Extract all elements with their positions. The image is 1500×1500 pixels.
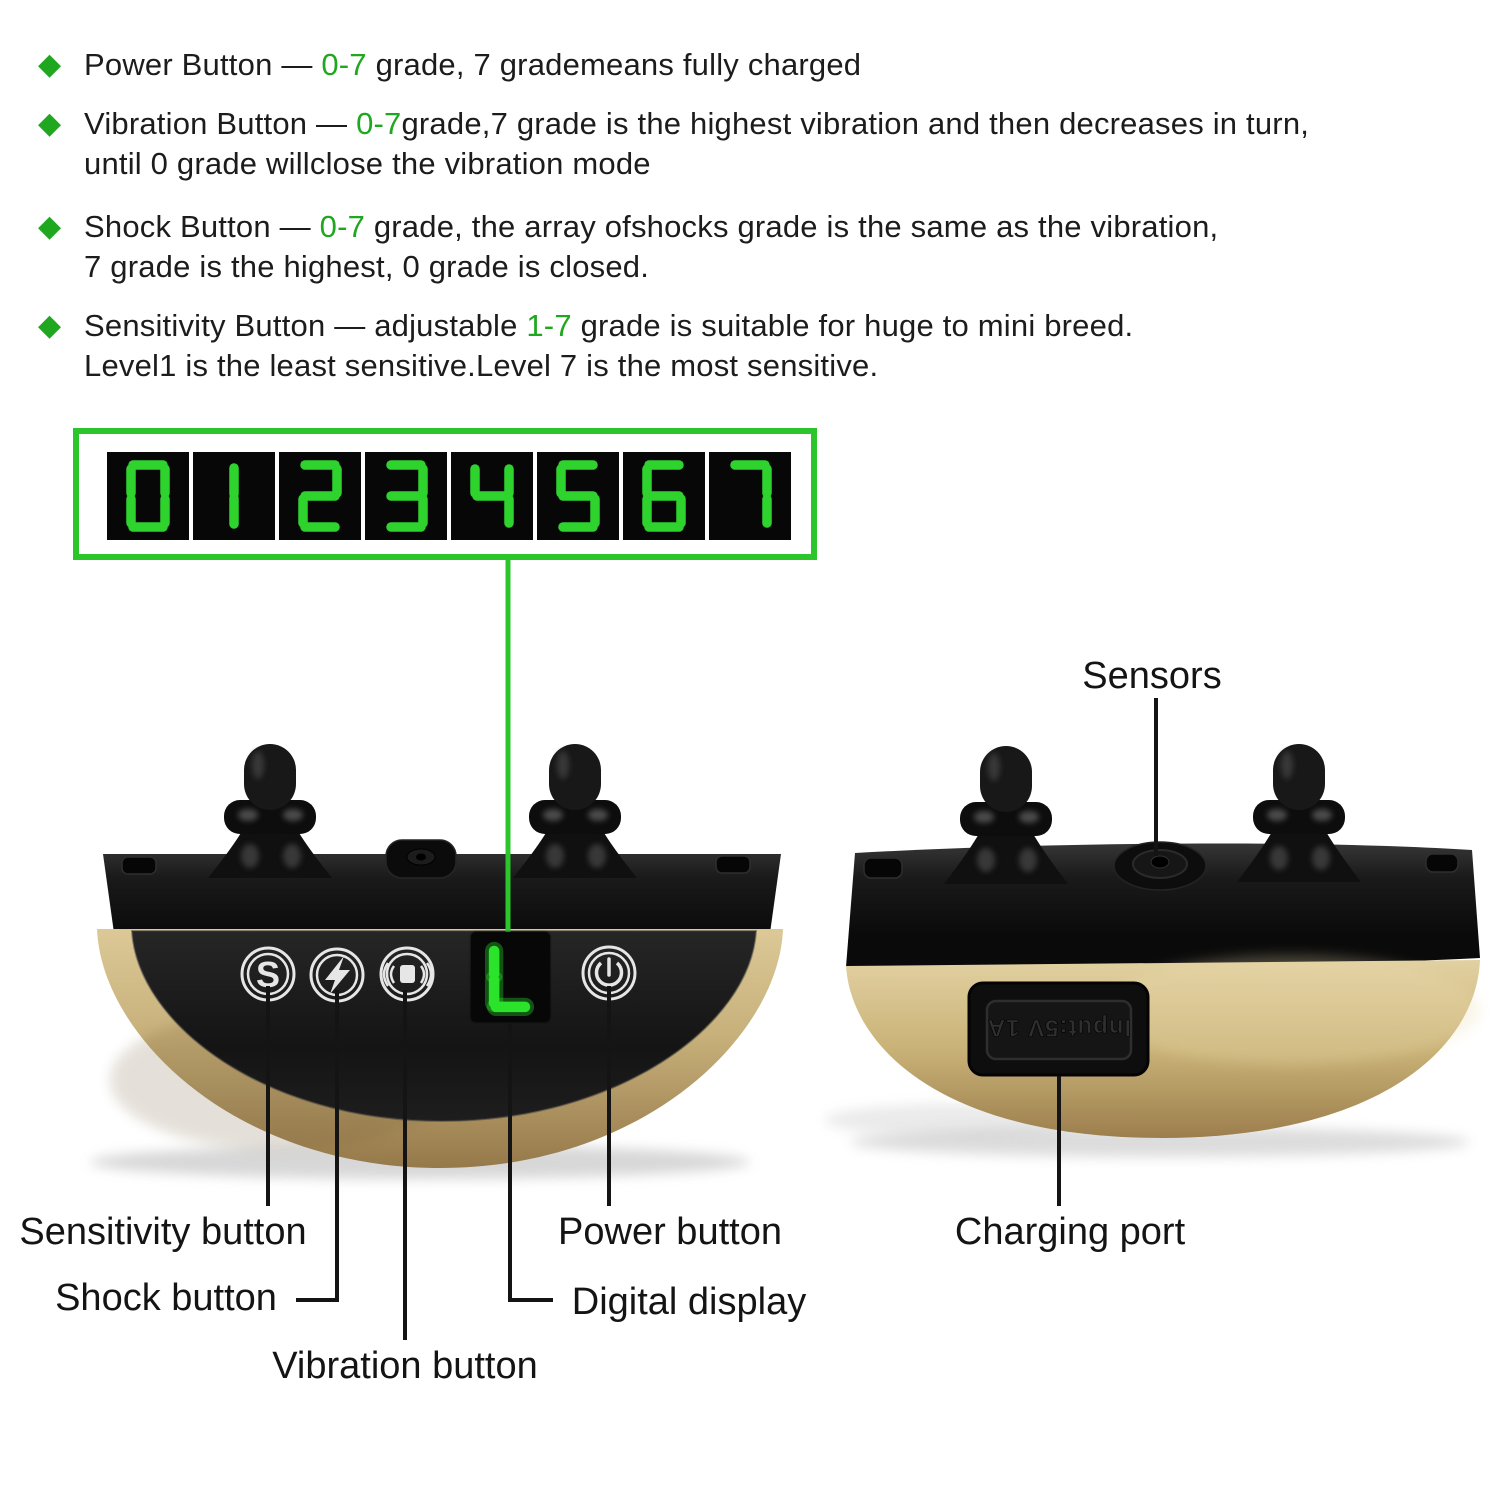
bullet-text-segment: grade, the array ofshocks grade is the s… bbox=[365, 209, 1219, 244]
contact-prong bbox=[513, 744, 637, 878]
right-device: Input:5V 1A bbox=[825, 744, 1480, 1157]
bullet-text-segment: 0-7 bbox=[321, 47, 367, 82]
level-digit-6 bbox=[623, 452, 705, 540]
level-digit-3 bbox=[365, 452, 447, 540]
contact-prong bbox=[208, 744, 332, 878]
seven-segment-digit bbox=[470, 464, 514, 528]
bullet-diamond-icon: ◆ bbox=[38, 107, 62, 140]
bullet-text: Power Button — 0-7 grade, 7 grademeans f… bbox=[84, 45, 861, 85]
bullet-text-segment: until 0 grade willclose the vibration mo… bbox=[84, 146, 651, 181]
callout-line-digital bbox=[508, 1024, 553, 1302]
bullet-text-segment: Shock Button — bbox=[84, 209, 320, 244]
bullet-text-segment: 0-7 bbox=[319, 209, 366, 244]
charging-port-text: Input:5V 1A bbox=[987, 1014, 1131, 1041]
bullet-shock-button: ◆ Shock Button — 0-7 grade, the array ofs… bbox=[38, 207, 1218, 287]
bullet-vibration-button: ◆ Vibration Button — 0-7grade,7 grade is … bbox=[38, 104, 1309, 184]
bullet-text-segment: grade is suitable for huge to mini breed… bbox=[571, 308, 1134, 343]
screw-slot-right-icon bbox=[1425, 853, 1459, 873]
seven-segment-digit bbox=[229, 463, 239, 529]
bullet-text: Vibration Button — 0-7grade,7 grade is t… bbox=[84, 104, 1309, 184]
bullet-text: Shock Button — 0-7 grade, the array ofsh… bbox=[84, 207, 1218, 287]
lightning-icon bbox=[325, 956, 350, 994]
gold-sheen bbox=[1100, 955, 1480, 1065]
seven-segment-digit bbox=[298, 460, 342, 532]
contact-prong bbox=[1237, 744, 1361, 882]
top-mount bbox=[385, 839, 457, 879]
bullet-diamond-icon: ◆ bbox=[38, 48, 62, 81]
power-icon bbox=[594, 961, 624, 987]
screw-slot-left-icon bbox=[121, 856, 157, 875]
charging-port: Input:5V 1A bbox=[967, 981, 1150, 1077]
level-scale-box bbox=[73, 428, 817, 560]
bullet-text-segment: Sensitivity Button — adjustable bbox=[84, 308, 527, 343]
bullet-sensitivity-button: ◆ Sensitivity Button — adjustable 1-7 gra… bbox=[38, 306, 1133, 386]
bullet-text-segment: grade,7 grade is the highest vibration a… bbox=[401, 106, 1310, 141]
label-digital-display: Digital display bbox=[571, 1281, 807, 1323]
contact-prong bbox=[944, 746, 1068, 884]
seven-segment-digit bbox=[556, 460, 600, 532]
bullet-text-segment: Vibration Button — bbox=[84, 106, 357, 141]
bullet-diamond-icon: ◆ bbox=[38, 309, 62, 342]
bullet-text-segment: 0-7 bbox=[356, 106, 402, 141]
level-digit-1 bbox=[193, 452, 275, 540]
seven-segment-digit bbox=[386, 460, 428, 532]
bullet-text-segment: 7 grade is the highest, 0 grade is close… bbox=[84, 249, 650, 284]
bullet-text-segment: grade, 7 grademeans fully charged bbox=[366, 47, 862, 82]
level-digit-2 bbox=[279, 452, 361, 540]
label-power-button: Power button bbox=[558, 1211, 782, 1253]
screw-slot-left-icon bbox=[863, 857, 903, 879]
seven-segment-digit bbox=[642, 460, 686, 532]
level-digit-4 bbox=[451, 452, 533, 540]
sensor-hole bbox=[1113, 841, 1207, 891]
callout-line-shock bbox=[296, 990, 339, 1302]
seven-segment-digit bbox=[484, 941, 535, 1017]
digital-display bbox=[471, 932, 550, 1022]
label-vibration-button: Vibration button bbox=[272, 1345, 538, 1387]
left-device: S bbox=[90, 744, 783, 1179]
level-digit-5 bbox=[537, 452, 619, 540]
label-charging-port: Charging port bbox=[954, 1211, 1186, 1253]
label-shock-button: Shock button bbox=[55, 1277, 277, 1319]
seven-segment-digit bbox=[126, 460, 170, 532]
level-digit-7 bbox=[709, 452, 791, 540]
label-sensitivity-button: Sensitivity button bbox=[19, 1211, 307, 1253]
bullet-text-segment: Power Button — bbox=[84, 47, 322, 82]
screw-slot-right-icon bbox=[715, 855, 751, 874]
bullet-text-segment: 1-7 bbox=[526, 308, 572, 343]
label-sensors: Sensors bbox=[1082, 655, 1222, 697]
bullet-text-segment: Level1 is the least sensitive.Level 7 is… bbox=[84, 348, 879, 383]
seven-segment-digit bbox=[730, 460, 772, 528]
vibration-icon bbox=[400, 965, 415, 983]
bullet-text: Sensitivity Button — adjustable 1-7 grad… bbox=[84, 306, 1133, 386]
level-digit-0 bbox=[107, 452, 189, 540]
bullet-power-button: ◆ Power Button — 0-7 grade, 7 grademeans … bbox=[38, 45, 861, 85]
bullet-diamond-icon: ◆ bbox=[38, 210, 62, 243]
